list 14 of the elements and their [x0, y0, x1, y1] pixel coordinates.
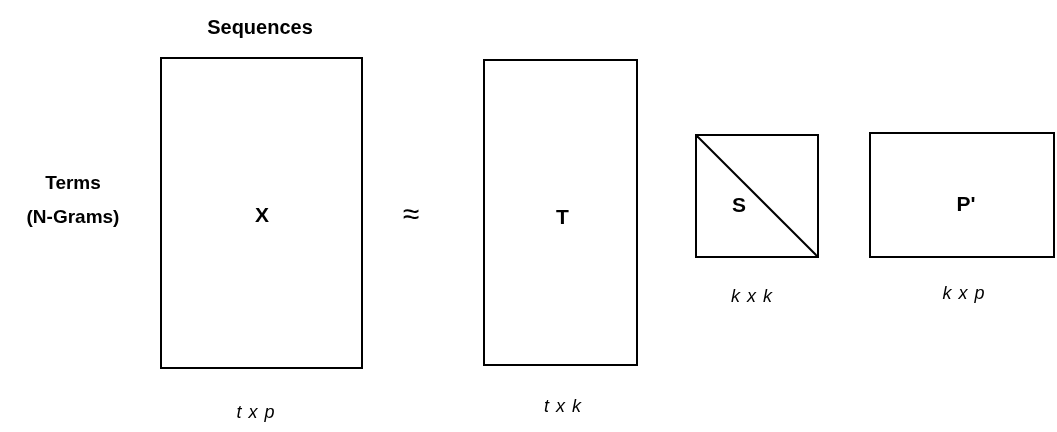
- matrix-box: [483, 59, 638, 366]
- matrix-letter: X: [255, 202, 269, 229]
- dimension-text: t x p: [236, 400, 276, 424]
- approx-symbol: ≈: [401, 195, 421, 232]
- matrix-letter: S: [732, 192, 746, 219]
- column-heading: Sequences: [206, 15, 314, 40]
- dimension-text: t x k: [544, 394, 582, 418]
- matrix-letter: P': [956, 191, 976, 218]
- dimension-text: k x p: [942, 281, 986, 305]
- dimension-text: k x k: [731, 284, 773, 308]
- matrix-letter: T: [556, 204, 569, 231]
- matrix-box: [160, 57, 363, 369]
- row-heading: Terms (N-Grams): [25, 171, 121, 229]
- matrix-box: [869, 132, 1055, 258]
